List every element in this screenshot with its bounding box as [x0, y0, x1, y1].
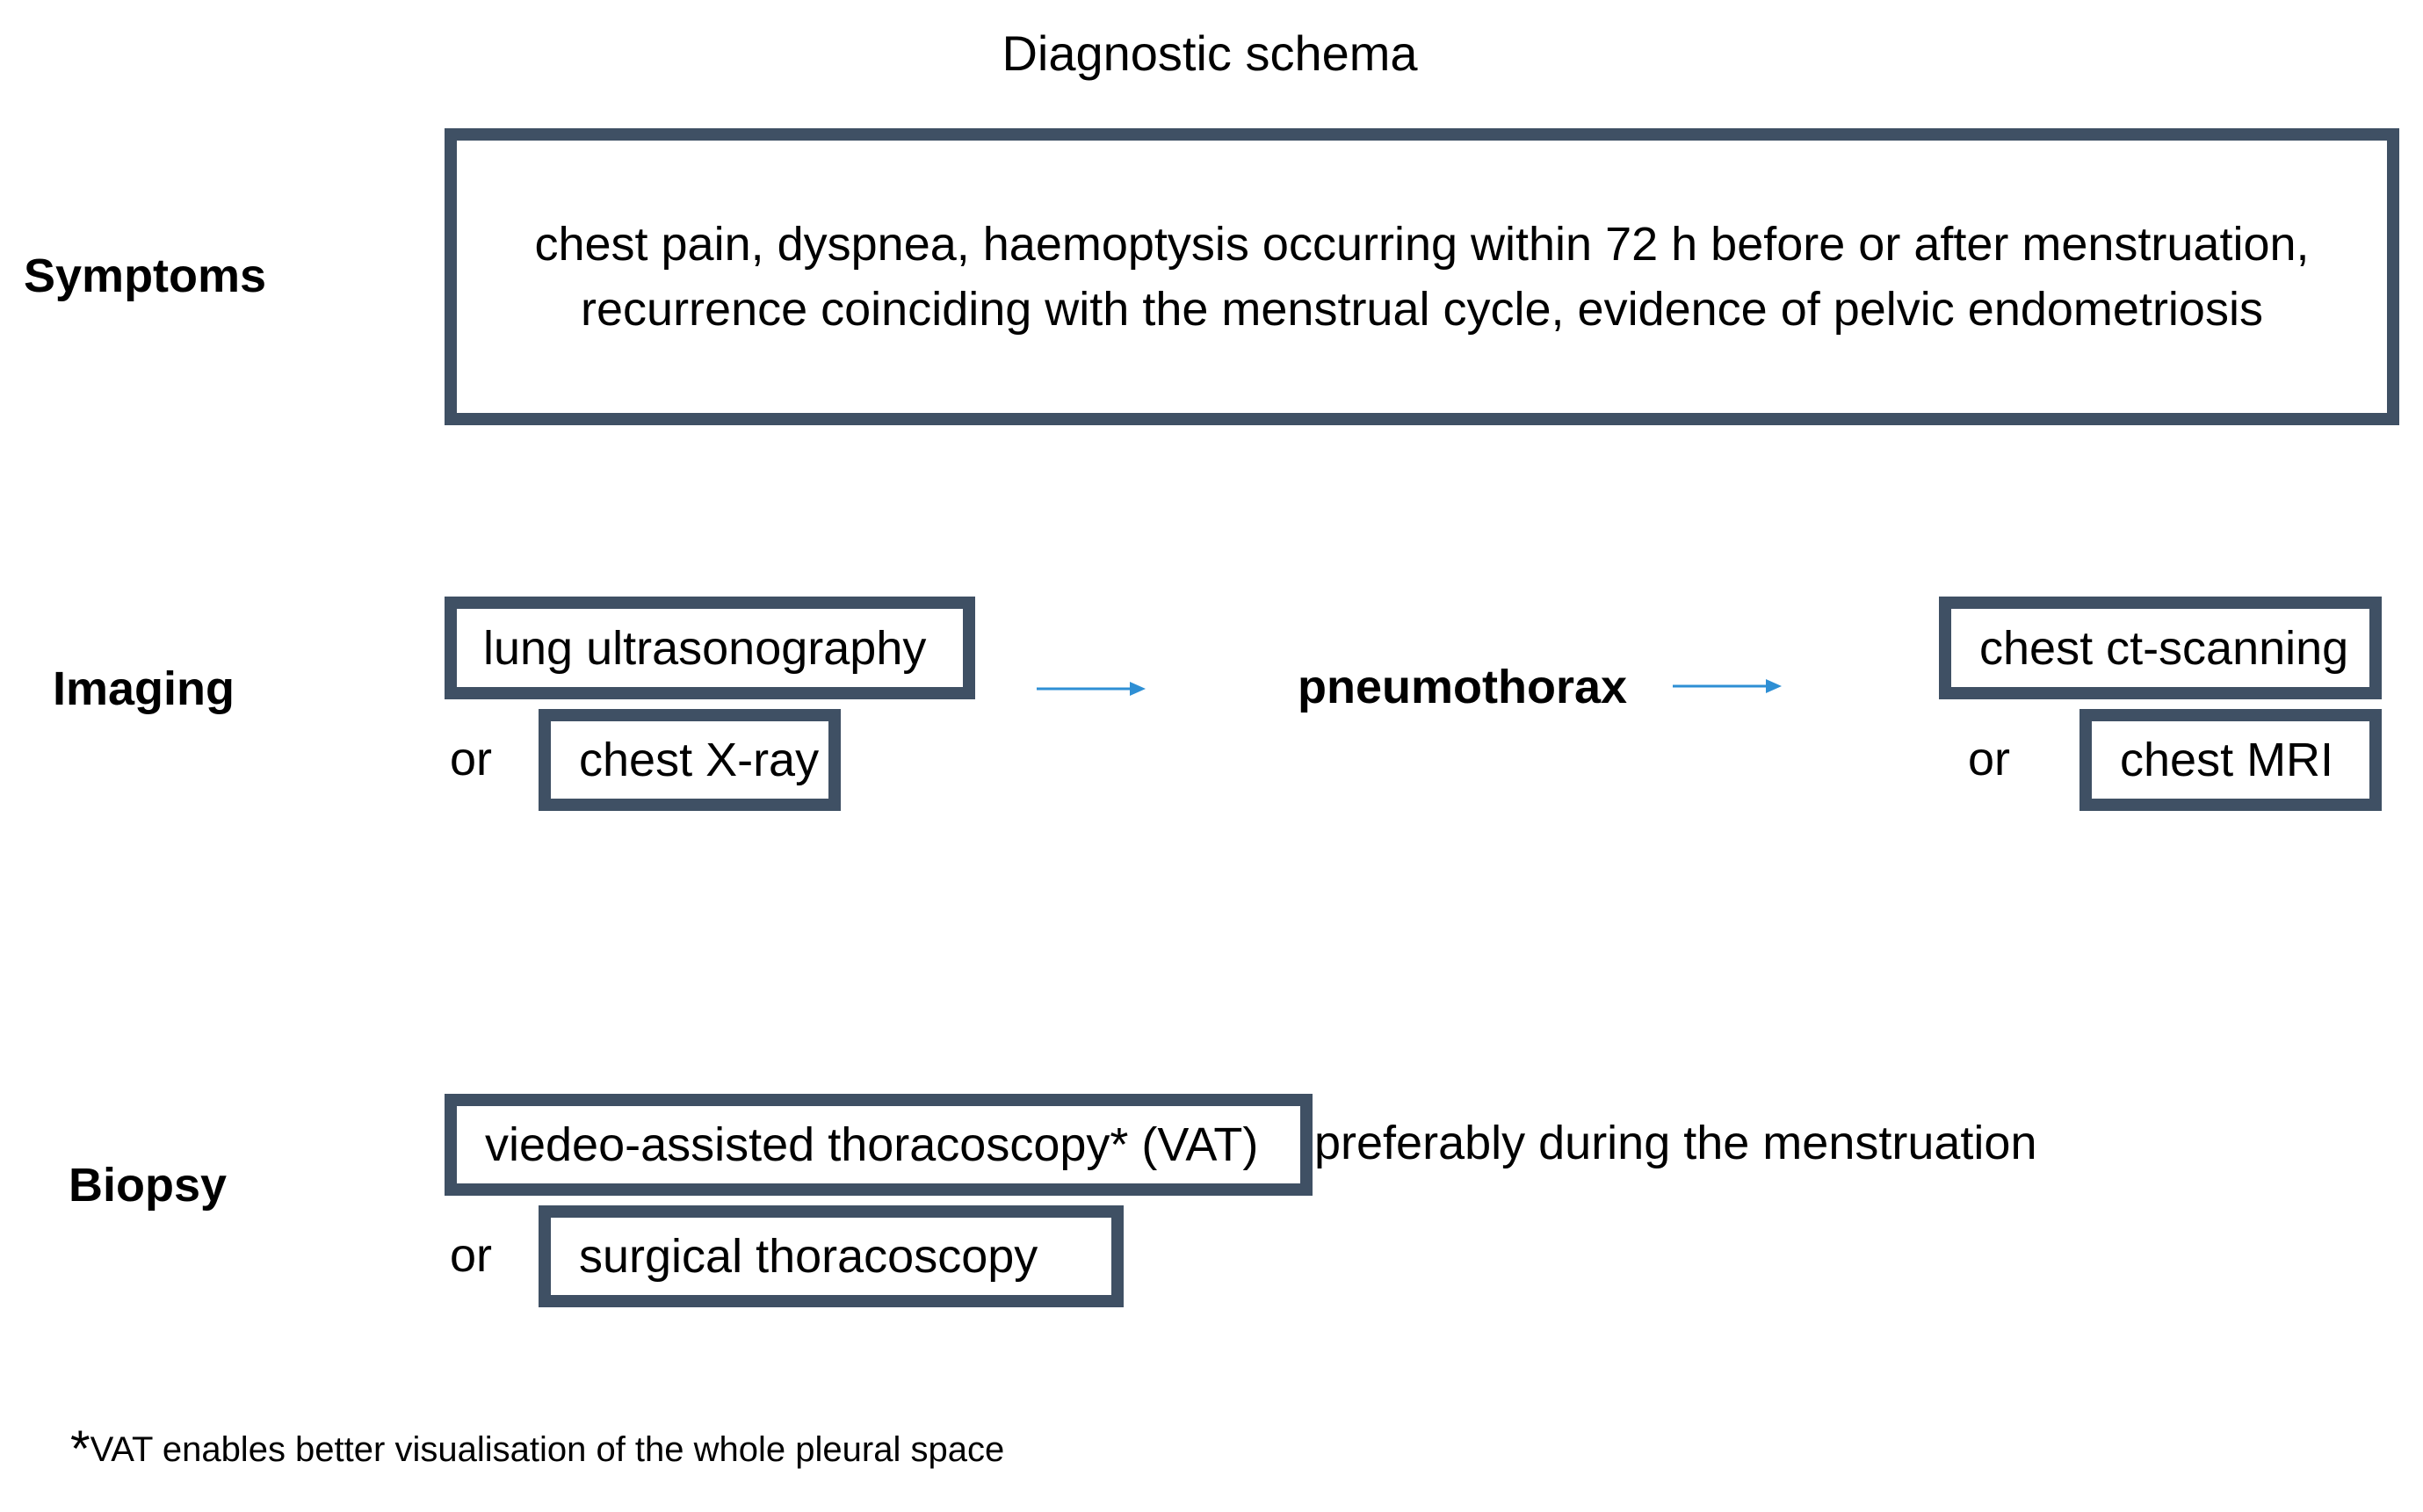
or-imaging-1: or [450, 733, 493, 785]
symptoms-text-line-1: chest pain, dyspnea, haemoptysis occurri… [534, 218, 2310, 271]
box-lung-ultrasonography-label: lung ultrasonography [483, 621, 927, 675]
box-chest-mri-label: chest MRI [2120, 734, 2334, 786]
arrow-right-icon [1673, 679, 1782, 693]
box-chest-x-ray-label: chest X-ray [579, 734, 820, 786]
diagram-title: Diagnostic schema [0, 25, 2423, 82]
row-label-imaging: Imaging [53, 662, 235, 715]
arrow-to-followup [1673, 675, 1783, 698]
arrow-right-icon [1037, 682, 1146, 696]
box-lung-ultrasonography: lung ultrasonography [445, 597, 975, 699]
box-chest-mri: chest MRI [2079, 709, 2382, 811]
box-surgical-thoracoscopy: surgical thoracoscopy [539, 1205, 1124, 1307]
diagram-title-text: Diagnostic schema [1002, 25, 1418, 81]
or-imaging-2: or [1968, 733, 2011, 785]
box-chest-ct-scanning-label: chest ct-scanning [1979, 621, 2349, 675]
footnote-text: VAT enables better visualisation of the … [90, 1430, 1005, 1469]
or-biopsy-1: or [450, 1229, 493, 1282]
symptoms-text-line-2: recurrence coinciding with the menstrual… [581, 283, 2263, 336]
box-chest-ct-scanning: chest ct-scanning [1939, 597, 2382, 699]
symptoms-text: chest pain, dyspnea, haemoptysis occurri… [534, 212, 2309, 342]
arrow-to-pneumothorax [1037, 677, 1146, 700]
box-chest-x-ray: chest X-ray [539, 709, 841, 811]
row-label-biopsy: Biopsy [69, 1159, 228, 1212]
box-surgical-thoracoscopy-label: surgical thoracoscopy [579, 1230, 1038, 1283]
result-pneumothorax: pneumothorax [1298, 661, 1628, 713]
symptoms-box: chest pain, dyspnea, haemoptysis occurri… [445, 128, 2399, 425]
box-vat: viedeo-assisted thoracoscopy* (VAT) [445, 1094, 1313, 1196]
vat-timing-note: preferably during the menstruation [1314, 1117, 2037, 1169]
box-vat-label: viedeo-assisted thoracoscopy* (VAT) [485, 1118, 1259, 1171]
footnote-marker: * [70, 1421, 90, 1478]
footnote: *VAT enables better visualisation of the… [70, 1414, 1005, 1478]
row-label-symptoms: Symptoms [24, 250, 267, 302]
